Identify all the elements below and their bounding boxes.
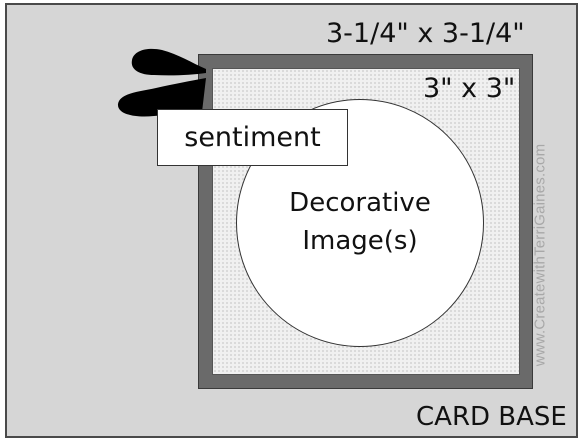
decorative-image-label: Decorative Image(s) [236,184,484,260]
inner-dimension-label: 3" x 3" [423,73,516,104]
decorative-image-line-1: Decorative [289,188,431,218]
ribbon-icon [117,48,206,117]
ribbon-lower-loop [117,78,206,117]
card-base-label: CARD BASE [416,402,567,432]
sentiment-box: sentiment [157,109,348,166]
outer-dimension-label: 3-1/4" x 3-1/4" [326,18,525,49]
ribbon-upper-loop [131,48,206,76]
decorative-image-line-2: Image(s) [302,226,418,256]
watermark-text: www.CreatewithTerriGaines.com [531,143,549,367]
sentiment-label: sentiment [184,122,321,153]
